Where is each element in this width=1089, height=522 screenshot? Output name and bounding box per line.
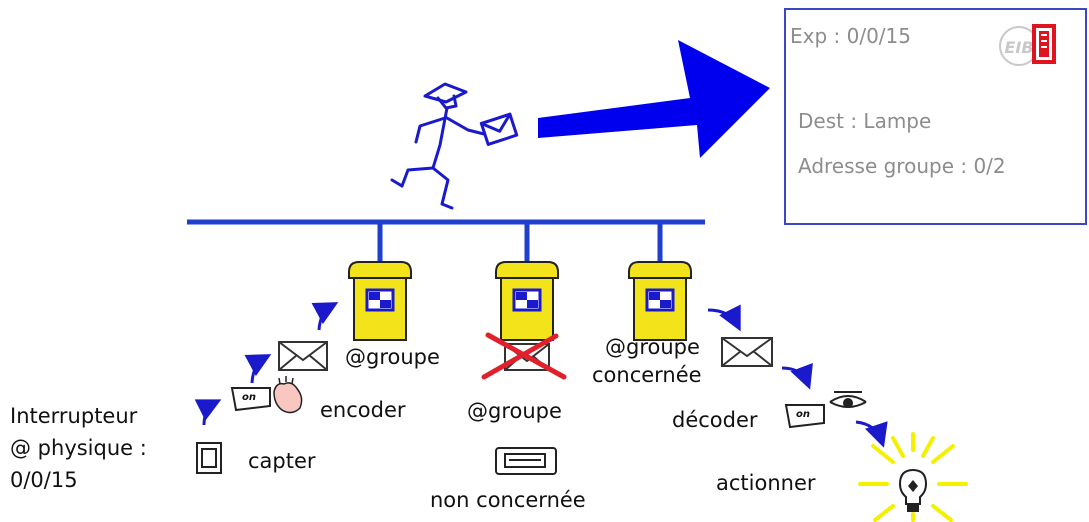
svg-text:EIB: EIB bbox=[1004, 38, 1033, 57]
decoder-label: décoder bbox=[672, 408, 758, 432]
on-card-text: on bbox=[796, 409, 810, 420]
eye-icon bbox=[829, 391, 867, 408]
dest-text: Dest : Lampe bbox=[798, 109, 932, 133]
reader-device-icon bbox=[495, 447, 557, 475]
interrupteur-label: Interrupteur bbox=[10, 404, 138, 428]
switch-icon bbox=[196, 442, 222, 474]
physique-label: @ physique : bbox=[10, 436, 147, 460]
actionner-label: actionner bbox=[716, 471, 816, 495]
encoder-label: encoder bbox=[320, 398, 406, 422]
hand-icon bbox=[273, 376, 303, 414]
groupe-label-middle: @groupe bbox=[467, 399, 562, 423]
on-card-icon bbox=[230, 387, 271, 412]
groupe-label-left: @groupe bbox=[345, 345, 440, 369]
big-arrow-icon bbox=[538, 40, 770, 158]
message-info-panel: Exp : 0/0/15 Dest : Lampe Adresse groupe… bbox=[784, 8, 1087, 225]
envelope-icon bbox=[721, 337, 773, 367]
non-concernee-label: non concernée bbox=[430, 488, 586, 512]
groupe-label-right: @groupe bbox=[605, 335, 700, 359]
group-address-text: Adresse groupe : 0/2 bbox=[798, 154, 1006, 178]
mailbox-icon bbox=[495, 261, 559, 341]
eib-logo-icon: EIB bbox=[998, 22, 1060, 68]
concernee-label: concernée bbox=[592, 363, 702, 387]
light-bulb-icon bbox=[858, 432, 968, 522]
bus-line bbox=[187, 219, 705, 262]
postman-icon bbox=[390, 82, 519, 210]
flow-arrow-icon bbox=[194, 302, 888, 448]
mailbox-icon bbox=[348, 261, 412, 341]
mailbox-icon bbox=[628, 261, 692, 341]
envelope-icon bbox=[278, 341, 328, 371]
red-cross-icon bbox=[481, 332, 567, 380]
capter-label: capter bbox=[248, 449, 316, 473]
exp-text: Exp : 0/0/15 bbox=[790, 24, 911, 48]
physique-value: 0/0/15 bbox=[10, 468, 78, 492]
on-card-icon bbox=[784, 404, 825, 429]
on-card-text: on bbox=[242, 392, 256, 403]
